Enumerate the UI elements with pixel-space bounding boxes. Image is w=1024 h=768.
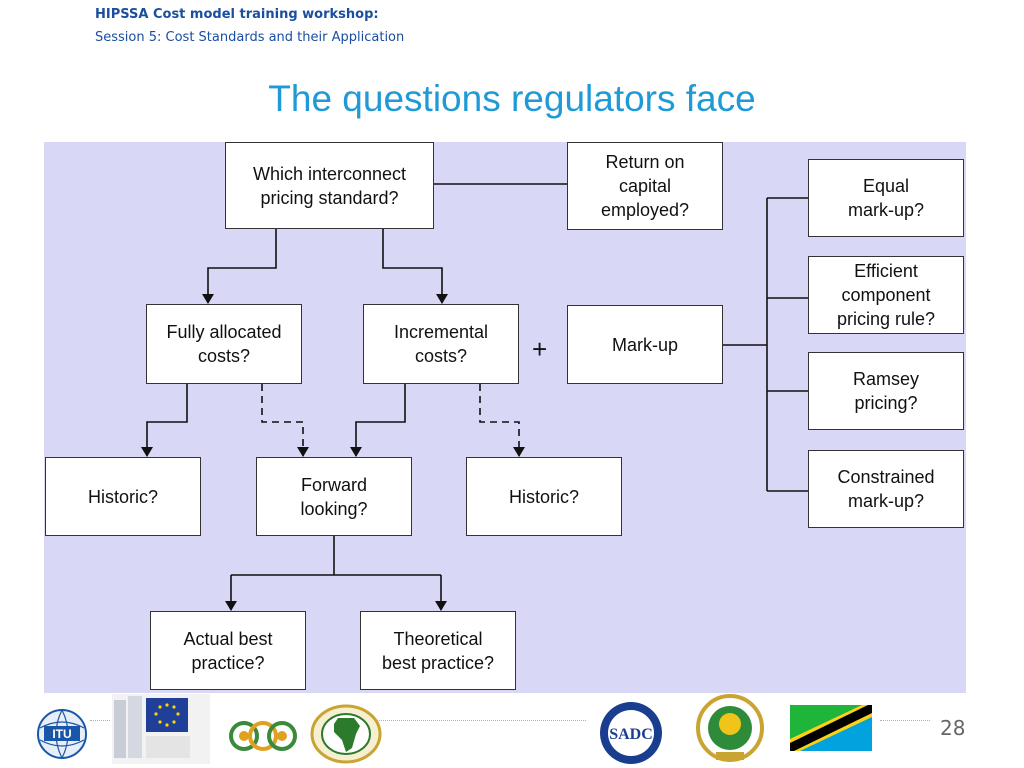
node-return-on-capital: Return on capital employed?: [567, 142, 723, 230]
dashed-incremental-historic: [479, 384, 525, 457]
node-mark-up: Mark-up: [567, 305, 723, 384]
sadc-logo: SADC: [600, 702, 662, 764]
node-forward-looking: Forward looking?: [256, 457, 412, 536]
page-number: 28: [940, 716, 966, 740]
connector-standard-incremental: [382, 228, 448, 304]
african-union-logo: [310, 704, 382, 764]
tanzania-flag: [790, 705, 872, 751]
session-subtitle: Session 5: Cost Standards and their Appl…: [95, 30, 405, 45]
node-historic-fac: Historic?: [45, 457, 201, 536]
footer-divider: [880, 720, 930, 721]
workshop-title: HIPSSA Cost model training workshop:: [95, 7, 379, 22]
node-pricing-standard: Which interconnect pricing standard?: [225, 142, 434, 229]
european-commission-logo: [112, 694, 210, 764]
dashed-fac-forward: [261, 384, 309, 457]
eac-logo: [696, 694, 764, 762]
node-ramsey-pricing: Ramsey pricing?: [808, 352, 964, 430]
footer-divider: [366, 720, 586, 721]
page-title: The questions regulators face: [268, 78, 756, 119]
node-fully-allocated-costs: Fully allocated costs?: [146, 304, 302, 384]
node-historic-incremental: Historic?: [466, 457, 622, 536]
connector-incremental-forward: [350, 384, 406, 457]
acp-logo: [229, 721, 297, 751]
connector-standard-fac: [202, 228, 277, 304]
node-constrained-mark-up: Constrained mark-up?: [808, 450, 964, 528]
svg-text:SADC: SADC: [609, 726, 653, 743]
itu-logo: ITU: [37, 709, 87, 759]
node-incremental-costs: Incremental costs?: [363, 304, 519, 384]
node-efficient-component-pricing: Efficient component pricing rule?: [808, 256, 964, 334]
connector-fac-historic: [141, 384, 188, 457]
footer-divider: [90, 720, 110, 721]
node-equal-mark-up: Equal mark-up?: [808, 159, 964, 237]
svg-text:ITU: ITU: [52, 727, 71, 741]
node-actual-best-practice: Actual best practice?: [150, 611, 306, 690]
plus-sign: +: [532, 334, 548, 364]
node-theoretical-best-practice: Theoretical best practice?: [360, 611, 516, 690]
